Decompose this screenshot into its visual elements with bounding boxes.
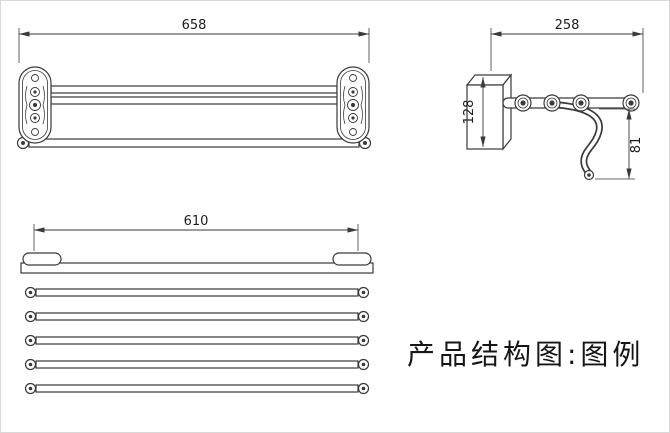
knob-dot: [578, 100, 584, 106]
bar-finial-right-dot: [363, 141, 367, 145]
bar-knob-dot: [28, 362, 33, 367]
knob-dot: [520, 100, 526, 106]
upper-towel-bar-1: [50, 85, 338, 94]
bar-knob-dot: [28, 338, 33, 343]
shelf-bars: [24, 286, 370, 395]
ornate-bracket-right: [336, 66, 370, 144]
dimension-value: 658: [182, 18, 207, 33]
shelf-bar: [35, 384, 359, 393]
mount-cap-right: [332, 252, 372, 266]
knob-dot: [628, 100, 634, 106]
shelf-bar: [35, 312, 359, 321]
caption-text: 产品结构图:图例: [407, 338, 644, 371]
bar-finial-left-dot: [21, 141, 25, 145]
shelf-bar: [35, 288, 359, 297]
bar-knob-dot: [361, 314, 366, 319]
plan-view: 610: [20, 214, 374, 395]
dimension-plate-height: 128: [462, 77, 486, 147]
dimension-value: 610: [184, 214, 209, 229]
bar-knob-dot: [28, 314, 33, 319]
bar-knob-dot: [361, 386, 366, 391]
lower-towel-bar: [28, 138, 360, 148]
dimension-plan-width: 610: [33, 214, 359, 251]
bar-knob-dot: [28, 386, 33, 391]
knob-ring: [546, 97, 558, 109]
wall-plate-side-face: [502, 73, 512, 151]
knob-ring: [575, 97, 587, 109]
bar-knob-dot: [361, 338, 366, 343]
upper-towel-bar-2: [50, 96, 338, 105]
front-view: 658: [16, 18, 372, 150]
bar-knob-dot: [361, 362, 366, 367]
bar-knob-dot: [28, 290, 33, 295]
dimension-value: 128: [462, 100, 477, 125]
knob-ring: [517, 97, 529, 109]
knob-ring: [625, 97, 637, 109]
dimension-value: 81: [629, 137, 644, 154]
dimension-value: 258: [555, 18, 580, 33]
side-view: 258 128: [462, 18, 644, 181]
knob-dot: [549, 100, 555, 106]
dimension-hook-drop: 81: [595, 108, 644, 180]
shelf-bar: [35, 360, 359, 369]
bar-knob-dot: [361, 290, 366, 295]
ornate-bracket-left: [18, 66, 52, 144]
bar-end-knobs: [514, 94, 640, 112]
mount-cap-left: [22, 252, 62, 266]
back-rail: [20, 262, 374, 274]
shelf-bar: [35, 336, 359, 345]
swivel-arm-fill: [557, 103, 602, 174]
hook-ball-dot: [587, 173, 591, 177]
dimension-side-depth: 258: [490, 18, 644, 93]
dimension-front-width: 658: [18, 18, 370, 63]
